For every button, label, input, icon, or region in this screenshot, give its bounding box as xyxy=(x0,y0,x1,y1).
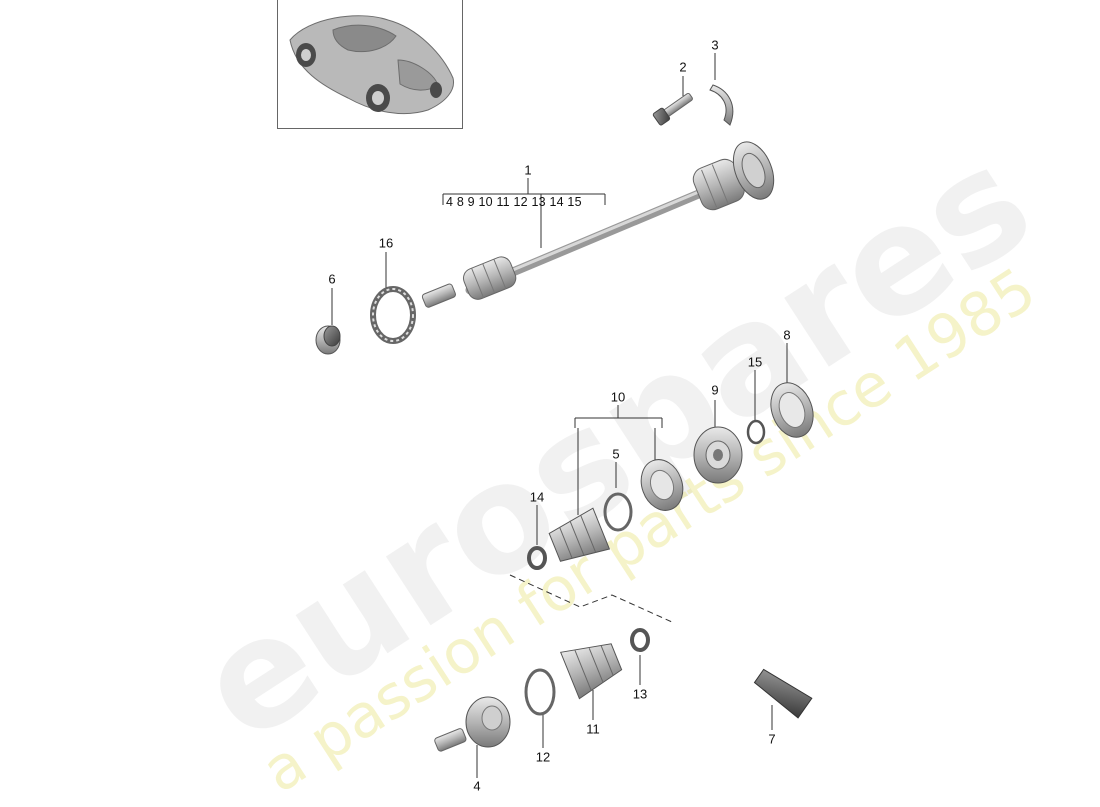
callout-11: 11 xyxy=(586,721,600,737)
dashed-leader xyxy=(509,574,673,623)
callout-1-components: 4 8 9 10 11 12 13 14 15 xyxy=(446,195,582,209)
callout-14: 14 xyxy=(529,489,545,505)
grease-tube xyxy=(753,668,813,719)
callout-12: 12 xyxy=(535,749,551,765)
locking-plate xyxy=(709,84,734,126)
callout-4: 4 xyxy=(473,778,481,794)
callout-8: 8 xyxy=(783,327,791,343)
circlip xyxy=(746,419,766,445)
joint-boot xyxy=(548,507,611,562)
drive-shaft xyxy=(421,141,775,308)
callout-6: 6 xyxy=(328,271,336,287)
collar-nut xyxy=(315,325,341,355)
callout-7: 7 xyxy=(768,731,776,747)
callout-2: 2 xyxy=(679,59,687,75)
callout-3: 3 xyxy=(711,37,719,53)
toothed-ring xyxy=(370,286,416,344)
callout-5: 5 xyxy=(612,446,620,462)
leader-lines xyxy=(331,53,788,778)
outer-joint-boot xyxy=(559,643,623,700)
car-thumbnail xyxy=(277,0,463,129)
joint-flange xyxy=(640,459,684,511)
callout-16: 16 xyxy=(378,235,394,251)
seal-ring xyxy=(603,492,633,532)
joint-housing xyxy=(770,382,814,438)
clamp-band xyxy=(524,668,556,716)
callout-15: 15 xyxy=(747,354,763,370)
bolt xyxy=(652,92,693,126)
outer-joint xyxy=(434,696,511,752)
boot-clamp xyxy=(630,628,650,652)
callout-13: 13 xyxy=(632,686,648,702)
callout-10: 10 xyxy=(610,389,626,405)
callout-9: 9 xyxy=(711,382,719,398)
clamp xyxy=(527,546,547,570)
callout-1: 1 xyxy=(524,162,532,178)
car-thumbnail-icon xyxy=(289,15,455,115)
cv-joint xyxy=(693,426,743,484)
